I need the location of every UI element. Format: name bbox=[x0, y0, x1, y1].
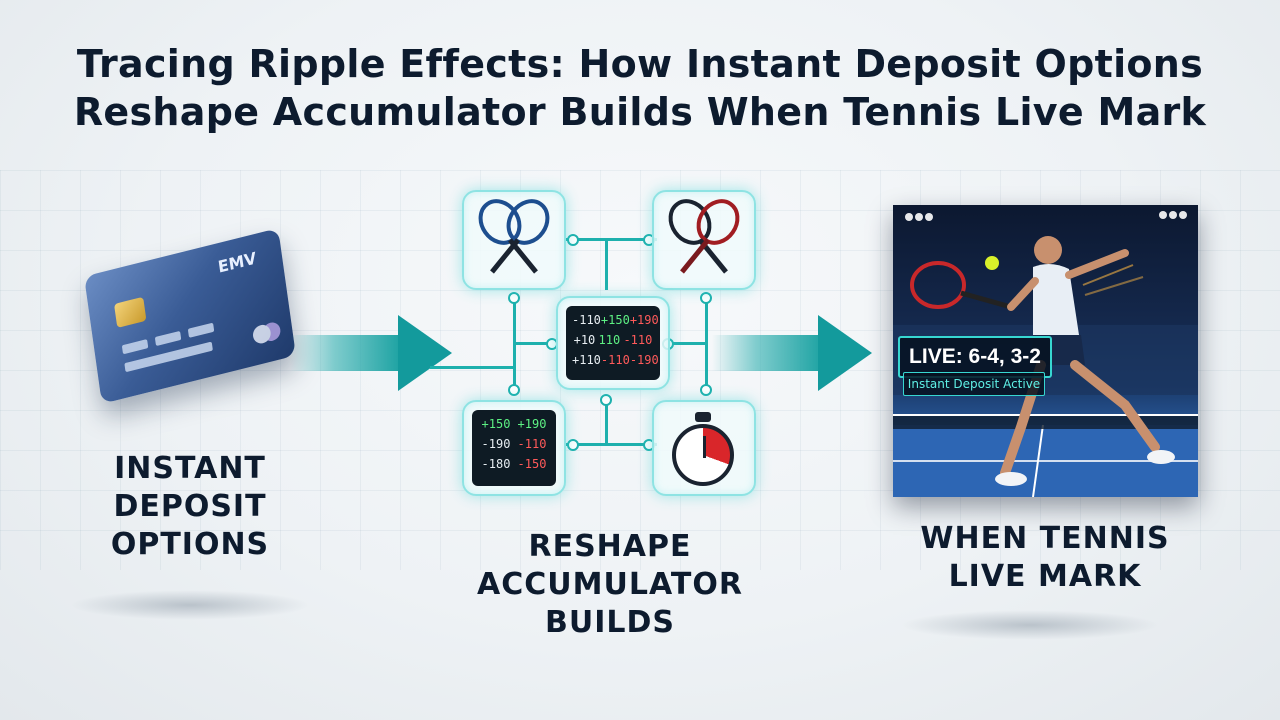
odds-value: -110 bbox=[517, 437, 547, 451]
stopwatch-button-icon bbox=[695, 412, 711, 422]
page-title: Tracing Ripple Effects: How Instant Depo… bbox=[40, 40, 1240, 136]
network-node bbox=[508, 384, 520, 396]
left-caption-line: INSTANT bbox=[114, 451, 266, 486]
stopwatch-face-icon bbox=[672, 424, 734, 486]
connector-line bbox=[565, 443, 657, 446]
connector-line bbox=[605, 240, 608, 290]
tennis-rackets-icon bbox=[462, 190, 566, 290]
card-number-block bbox=[121, 339, 149, 355]
odds-panel: -110 +150 +190 +10 110 -110 +110 -110 -1… bbox=[566, 306, 660, 380]
odds-row: -190 -110 bbox=[478, 434, 550, 454]
center-caption: RESHAPE ACCUMULATOR BUILDS bbox=[440, 528, 780, 642]
title-line-2: Reshape Accumulator Builds When Tennis L… bbox=[73, 90, 1207, 134]
odds-board-icon: -110 +150 +190 +10 110 -110 +110 -110 -1… bbox=[556, 296, 670, 390]
card-number-block bbox=[154, 330, 182, 347]
odds-row: -180 -150 bbox=[478, 454, 550, 474]
network-node bbox=[567, 234, 579, 246]
left-caption-line: OPTIONS bbox=[110, 527, 270, 562]
odds-value: +110 bbox=[572, 353, 601, 367]
network-node bbox=[600, 394, 612, 406]
card-emv-label: EMV bbox=[216, 248, 258, 277]
center-caption-line: ACCUMULATOR bbox=[477, 567, 743, 602]
odds-value: -150 bbox=[517, 457, 547, 471]
connector-line bbox=[664, 342, 708, 345]
odds-value: -190 bbox=[481, 437, 511, 451]
stopwatch-icon bbox=[652, 400, 756, 496]
odds-row: -110 +150 +190 bbox=[572, 310, 659, 330]
connector-line bbox=[514, 342, 558, 345]
left-caption-line: DEPOSIT bbox=[113, 489, 267, 524]
card-chip-icon bbox=[113, 296, 147, 328]
odds-value: +190 bbox=[517, 417, 547, 431]
odds-row: +10 110 -110 bbox=[572, 330, 654, 350]
odds-value: +150 bbox=[481, 417, 511, 431]
network-node bbox=[700, 384, 712, 396]
arrow-right-icon bbox=[818, 315, 872, 391]
arrow-right-icon bbox=[398, 315, 452, 391]
arrow-left-shaft bbox=[290, 335, 400, 371]
odds-value: 110 bbox=[598, 333, 621, 347]
odds-value: +10 bbox=[573, 333, 596, 347]
network-node bbox=[508, 292, 520, 304]
odds-value: +190 bbox=[629, 313, 659, 327]
odds-value: -110 bbox=[600, 353, 630, 367]
odds-value: +150 bbox=[600, 313, 630, 327]
center-caption-line: BUILDS bbox=[544, 605, 675, 640]
right-caption-line: LIVE MARK bbox=[948, 559, 1142, 594]
right-caption: WHEN TENNIS LIVE MARK bbox=[880, 520, 1210, 596]
tennis-rackets-icon bbox=[478, 199, 550, 274]
live-score-badge: LIVE: 6-4, 3-2 bbox=[898, 336, 1052, 378]
odds-value: -110 bbox=[572, 313, 601, 327]
connector-line bbox=[605, 398, 608, 444]
left-shadow bbox=[70, 590, 310, 620]
odds-row: +110 -110 -190 bbox=[572, 350, 659, 370]
title-line-1: Tracing Ripple Effects: How Instant Depo… bbox=[76, 42, 1204, 86]
tennis-rackets-icon bbox=[652, 190, 756, 290]
odds-value: -190 bbox=[629, 353, 659, 367]
stopwatch-hand-icon bbox=[703, 436, 706, 458]
odds-row: +150 +190 bbox=[478, 414, 550, 434]
right-caption-line: WHEN TENNIS bbox=[920, 521, 1170, 556]
odds-panel: +150 +190 -190 -110 -180 -150 bbox=[472, 410, 556, 486]
left-caption: INSTANT DEPOSIT OPTIONS bbox=[90, 450, 290, 564]
connector-line bbox=[565, 238, 657, 241]
odds-board-icon: +150 +190 -190 -110 -180 -150 bbox=[462, 400, 566, 496]
tennis-rackets-icon bbox=[668, 199, 740, 274]
odds-value: -180 bbox=[481, 457, 511, 471]
network-node bbox=[700, 292, 712, 304]
card-number-block bbox=[187, 322, 215, 338]
center-caption-line: RESHAPE bbox=[528, 529, 692, 564]
connector-line bbox=[430, 366, 514, 369]
odds-value: -110 bbox=[623, 333, 653, 347]
card-network-logo-icon bbox=[251, 323, 272, 346]
right-shadow bbox=[900, 610, 1160, 640]
arrow-right-shaft bbox=[712, 335, 822, 371]
network-node bbox=[567, 439, 579, 451]
deposit-status-badge: Instant Deposit Active bbox=[903, 372, 1045, 396]
